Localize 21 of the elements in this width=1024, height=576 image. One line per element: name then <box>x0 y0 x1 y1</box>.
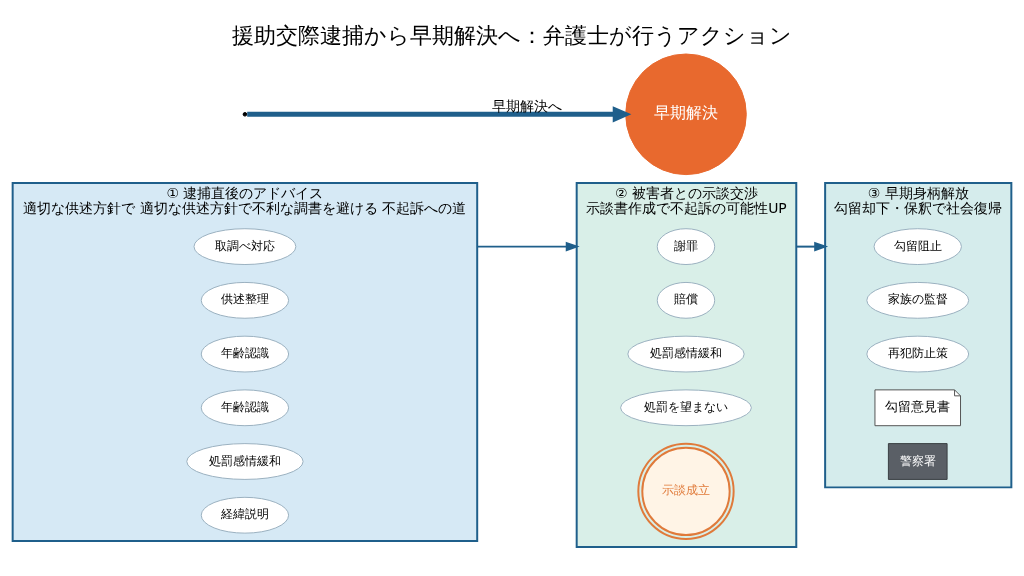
diagram-title: 援助交際逮捕から早期解決へ：弁護士が行うアクション <box>232 22 792 48</box>
arrow <box>247 105 632 122</box>
node-ellipse: 供述整理 <box>200 281 290 319</box>
node-ellipse: 経緯説明 <box>200 496 290 534</box>
node-ellipse: 処罰感情緩和 <box>186 442 304 480</box>
arrow <box>795 241 829 251</box>
node-ellipse: 処罰感情緩和 <box>627 335 745 372</box>
node-ellipse: 年齢認識 <box>200 335 290 372</box>
node-ellipse: 取調べ対応 <box>193 227 297 265</box>
node-circle: 示談成立 <box>637 442 735 540</box>
node-ellipse: 処罰を望まない <box>620 388 752 426</box>
arrow <box>476 241 580 251</box>
node-ellipse: 家族の監督 <box>866 281 970 319</box>
node-ellipse: 賠償 <box>656 281 716 319</box>
edge-label: 早期解決へ <box>491 97 562 114</box>
node-circle: 早期解決 <box>625 53 747 175</box>
node-ellipse: 再犯防止策 <box>866 335 970 372</box>
node-ellipse: 謝罪 <box>656 227 716 265</box>
node-ellipse: 年齢認識 <box>200 388 290 426</box>
node-box: 警察署 <box>887 442 948 480</box>
node-ellipse: 勾留阻止 <box>873 227 962 265</box>
